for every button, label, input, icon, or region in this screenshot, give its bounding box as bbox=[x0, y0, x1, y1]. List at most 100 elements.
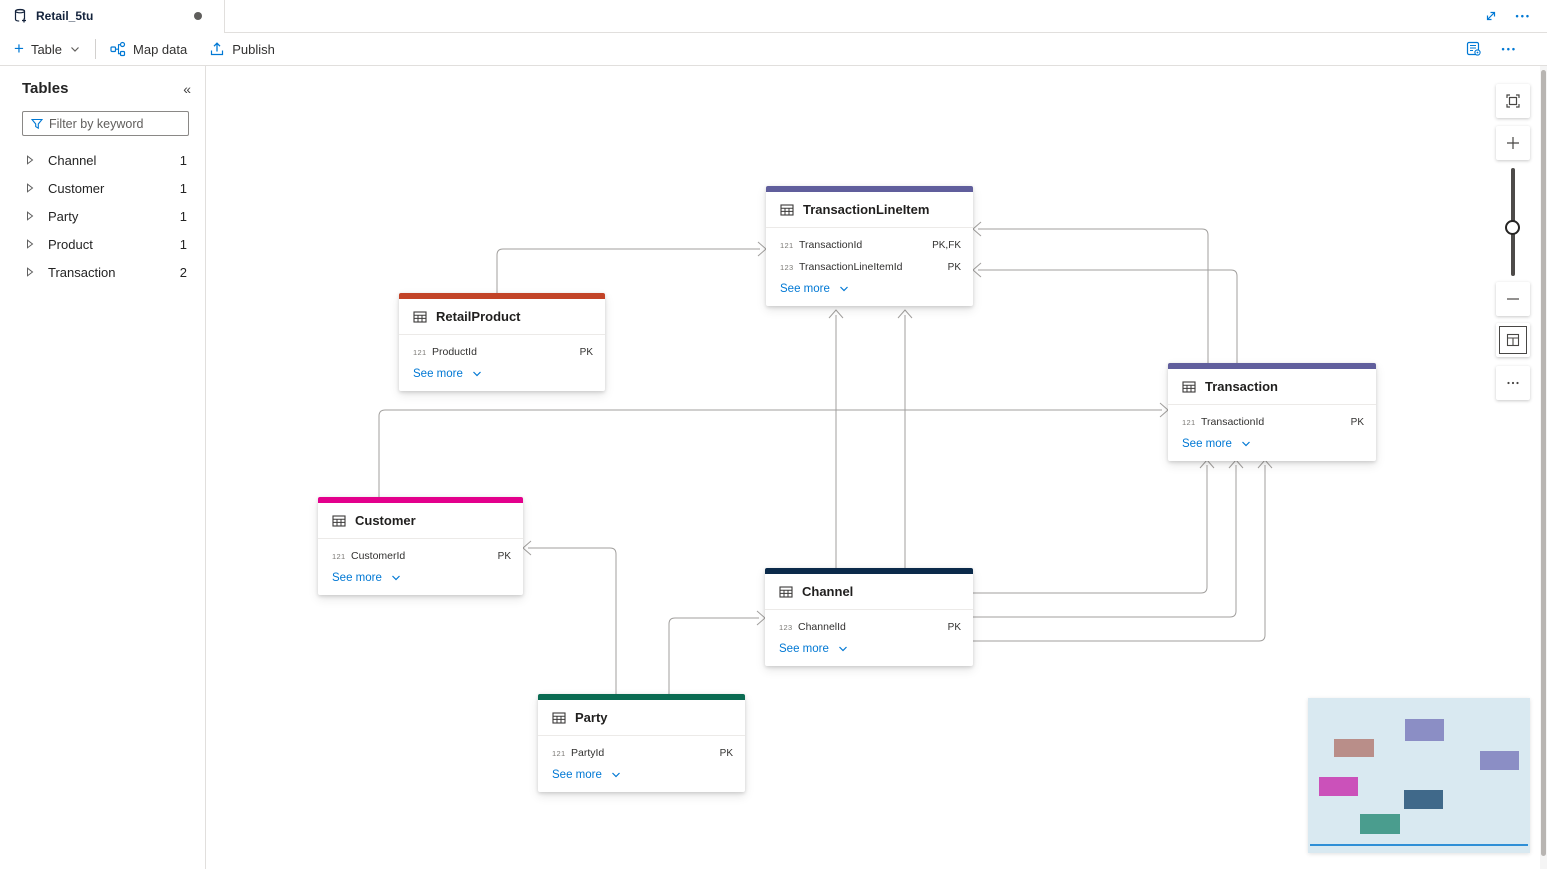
add-table-button[interactable]: + Table bbox=[14, 40, 81, 57]
see-more-link[interactable]: See more bbox=[1168, 433, 1376, 461]
entity-title: Customer bbox=[355, 513, 416, 528]
see-more-link[interactable]: See more bbox=[766, 278, 973, 306]
field-type-icon: 121 bbox=[780, 240, 794, 250]
field-name: TransactionId bbox=[1201, 416, 1265, 428]
entity-card-customer[interactable]: Customer 121 CustomerId PK See more bbox=[318, 497, 523, 595]
sidebar-item-product[interactable]: Product 1 bbox=[0, 230, 205, 258]
zoom-in-button[interactable] bbox=[1496, 126, 1530, 160]
entity-field-row[interactable]: 121 CustomerId PK bbox=[318, 545, 523, 567]
panel-title: Tables bbox=[22, 80, 69, 97]
entity-card-retailproduct[interactable]: RetailProduct 121 ProductId PK See more bbox=[399, 293, 605, 391]
field-type-icon: 121 bbox=[552, 748, 566, 758]
field-type-icon: 123 bbox=[779, 622, 793, 632]
entity-field-row[interactable]: 123 ChannelId PK bbox=[765, 616, 973, 638]
see-more-link[interactable]: See more bbox=[318, 567, 523, 595]
entity-title: TransactionLineItem bbox=[803, 202, 930, 217]
entity-field-row[interactable]: 123 TransactionLineItemId PK bbox=[766, 256, 973, 278]
map-data-button[interactable]: Map data bbox=[110, 41, 187, 57]
entity-title: Channel bbox=[802, 584, 854, 599]
tree-item-label: Customer bbox=[48, 180, 105, 196]
sidebar-item-transaction[interactable]: Transaction 2 bbox=[0, 258, 205, 286]
entity-card-channel[interactable]: Channel 123 ChannelId PK See more bbox=[765, 568, 973, 666]
minimap-icon bbox=[1506, 333, 1520, 347]
chevron-down-icon bbox=[838, 646, 847, 652]
map-data-icon bbox=[110, 41, 126, 57]
entity-card-transactionlineitem[interactable]: TransactionLineItem 121 TransactionId PK… bbox=[766, 186, 973, 306]
tree-item-label: Party bbox=[48, 208, 79, 224]
see-more-link[interactable]: See more bbox=[399, 363, 605, 391]
tree-chevron-icon[interactable] bbox=[24, 266, 36, 278]
view-settings-icon[interactable] bbox=[1466, 41, 1482, 57]
sidebar-item-party[interactable]: Party 1 bbox=[0, 202, 205, 230]
filter-box[interactable] bbox=[22, 111, 189, 136]
chevron-down-icon bbox=[472, 371, 481, 377]
field-name: TransactionLineItemId bbox=[799, 261, 903, 273]
tree-chevron-icon[interactable] bbox=[24, 210, 36, 222]
entity-field-row[interactable]: 121 TransactionId PK,FK bbox=[766, 234, 973, 256]
canvas-more-button[interactable] bbox=[1496, 366, 1530, 400]
publish-label: Publish bbox=[232, 41, 275, 57]
zoom-slider-thumb[interactable] bbox=[1505, 220, 1520, 235]
table-grid-icon bbox=[332, 514, 346, 527]
see-more-label: See more bbox=[779, 643, 829, 655]
tab-retail-5tu[interactable]: Retail_5tu bbox=[0, 0, 225, 33]
tree-item-label: Channel bbox=[48, 152, 97, 168]
sidebar-item-channel[interactable]: Channel 1 bbox=[0, 146, 205, 174]
minimap-rect-transaction bbox=[1480, 751, 1519, 770]
table-grid-icon bbox=[413, 310, 427, 323]
entity-color-bar bbox=[1168, 363, 1376, 369]
field-name: TransactionId bbox=[799, 239, 863, 251]
see-more-label: See more bbox=[1182, 438, 1232, 450]
see-more-link[interactable]: See more bbox=[538, 764, 745, 792]
entity-field-row[interactable]: 121 ProductId PK bbox=[399, 341, 605, 363]
field-key-badge: PK bbox=[579, 346, 593, 358]
diagram-canvas[interactable]: TransactionLineItem 121 TransactionId PK… bbox=[206, 66, 1541, 869]
see-more-label: See more bbox=[552, 769, 602, 781]
field-type-icon: 121 bbox=[413, 347, 427, 357]
zoom-to-fit-button[interactable] bbox=[1496, 84, 1530, 118]
minimap-rect-retailproduct bbox=[1334, 739, 1374, 757]
chevron-down-icon bbox=[1241, 441, 1250, 447]
tree-item-count: 2 bbox=[179, 264, 187, 280]
entity-field-row[interactable]: 121 PartyId PK bbox=[538, 742, 745, 764]
entity-card-transaction[interactable]: Transaction 121 TransactionId PK See mor… bbox=[1168, 363, 1376, 461]
vertical-scrollbar-thumb[interactable] bbox=[1541, 70, 1546, 856]
field-type-icon: 121 bbox=[332, 551, 346, 561]
see-more-link[interactable]: See more bbox=[765, 638, 973, 666]
table-grid-icon bbox=[1182, 380, 1196, 393]
add-table-label: Table bbox=[30, 41, 63, 57]
toolbar-more-icon[interactable]: ••• bbox=[1501, 44, 1517, 54]
zoom-out-button[interactable] bbox=[1496, 282, 1530, 316]
tree-item-count: 1 bbox=[179, 208, 187, 224]
collapse-panel-icon[interactable]: « bbox=[183, 80, 191, 97]
unsaved-changes-dot bbox=[194, 12, 202, 20]
entity-card-party[interactable]: Party 121 PartyId PK See more bbox=[538, 694, 745, 792]
field-name: ChannelId bbox=[798, 621, 846, 633]
tab-more-icon[interactable]: ••• bbox=[1515, 11, 1531, 21]
table-grid-icon bbox=[552, 711, 566, 724]
tree-item-label: Product bbox=[48, 236, 93, 252]
field-name: PartyId bbox=[571, 747, 605, 759]
publish-button[interactable]: Publish bbox=[209, 41, 275, 57]
filter-input[interactable] bbox=[49, 116, 180, 131]
expand-icon[interactable] bbox=[1484, 9, 1498, 23]
vertical-scrollbar[interactable] bbox=[1540, 66, 1547, 869]
minus-icon bbox=[1507, 298, 1519, 300]
see-more-label: See more bbox=[332, 572, 382, 584]
tree-chevron-icon[interactable] bbox=[24, 154, 36, 166]
tab-title: Retail_5tu bbox=[36, 9, 94, 23]
see-more-label: See more bbox=[413, 368, 463, 380]
field-name: CustomerId bbox=[351, 550, 406, 562]
tree-chevron-icon[interactable] bbox=[24, 238, 36, 250]
field-type-icon: 123 bbox=[780, 262, 794, 272]
entity-field-row[interactable]: 121 TransactionId PK bbox=[1168, 411, 1376, 433]
see-more-label: See more bbox=[780, 283, 830, 295]
field-key-badge: PK bbox=[497, 550, 511, 562]
chevron-down-icon bbox=[839, 286, 848, 292]
entity-color-bar bbox=[399, 293, 605, 299]
field-key-badge: PK bbox=[1350, 416, 1364, 428]
tree-chevron-icon[interactable] bbox=[24, 182, 36, 194]
minimap-toggle-button[interactable] bbox=[1496, 323, 1530, 357]
minimap[interactable] bbox=[1308, 698, 1530, 853]
sidebar-item-customer[interactable]: Customer 1 bbox=[0, 174, 205, 202]
